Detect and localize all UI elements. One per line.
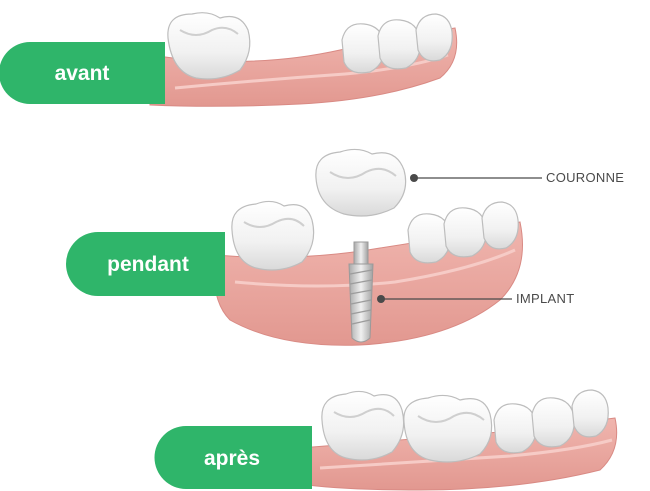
premolar-tooth: [378, 20, 420, 69]
stage-during: pendant: [66, 149, 624, 345]
stage-label-before: avant: [55, 62, 110, 85]
stage-before: avant: [0, 13, 457, 107]
callout-label-implant: IMPLANT: [516, 291, 574, 306]
premolar-tooth: [408, 214, 450, 263]
callout-label-crown: COURONNE: [546, 170, 624, 185]
molar-tooth: [232, 201, 314, 270]
canine-tooth: [572, 390, 608, 437]
canine-tooth: [482, 202, 518, 249]
premolar-tooth: [494, 404, 536, 453]
premolar-tooth: [532, 398, 574, 447]
canine-tooth: [416, 14, 452, 61]
callout-crown: COURONNE: [410, 170, 624, 185]
crown: [316, 149, 406, 216]
molar-tooth: [168, 13, 250, 79]
premolar-tooth: [342, 24, 384, 73]
stage-label-during: pendant: [107, 253, 189, 276]
molar-tooth: [322, 391, 404, 460]
stage-after: après: [155, 390, 617, 490]
crown-tooth: [404, 395, 492, 462]
premolar-tooth: [444, 208, 486, 257]
stage-label-after: après: [204, 447, 260, 470]
